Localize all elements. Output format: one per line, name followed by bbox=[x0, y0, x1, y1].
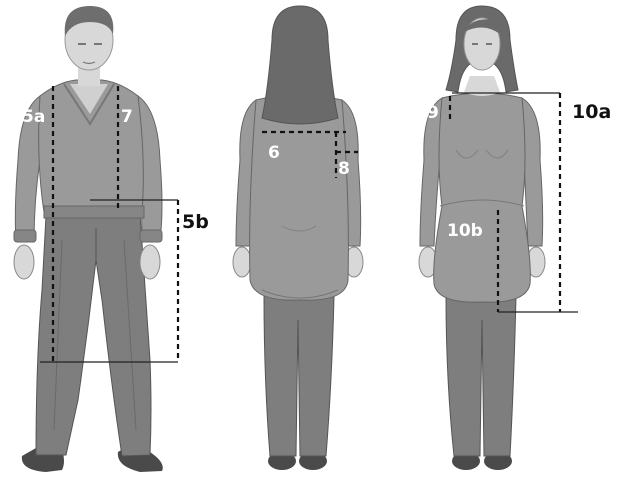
man-right-hand bbox=[140, 245, 160, 279]
woman-back-tunic bbox=[250, 95, 349, 300]
woman-front-legs bbox=[446, 296, 516, 456]
label-7: 7 bbox=[121, 107, 133, 127]
man-left-hand bbox=[14, 245, 34, 279]
label-10b: 10b bbox=[447, 221, 483, 241]
label-5a: 5a bbox=[22, 107, 45, 127]
woman-front-tunic bbox=[434, 93, 531, 302]
label-10a: 10a bbox=[572, 101, 611, 123]
label-8: 8 bbox=[338, 159, 350, 179]
woman-back-figure bbox=[233, 6, 363, 470]
woman-back-legs bbox=[264, 296, 334, 456]
label-9: 9 bbox=[427, 103, 439, 123]
woman-back-hair bbox=[262, 6, 338, 124]
label-6: 6 bbox=[268, 143, 280, 163]
label-5b: 5b bbox=[182, 211, 209, 233]
man-front-figure bbox=[14, 6, 163, 472]
